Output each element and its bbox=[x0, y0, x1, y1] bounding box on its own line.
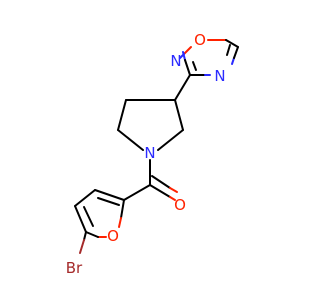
molecule-diagram: O N N N O O Br bbox=[66, 31, 239, 277]
atom-br: Br bbox=[66, 259, 83, 277]
bond-n2-c3-b bbox=[192, 61, 197, 71]
bond-c5-br bbox=[83, 231, 87, 241]
bond-n2-c3-a bbox=[182, 51, 186, 61]
atom-n-pyrrolidine: N bbox=[144, 144, 155, 162]
atom-labels: O N N N O O Br bbox=[66, 31, 226, 277]
bond-co-b bbox=[151, 175, 171, 189]
bond-furan-c3-c2-b bbox=[97, 197, 120, 206]
bond-pyr-n-c5 bbox=[117, 129, 144, 151]
bond-co-a-o bbox=[169, 196, 176, 201]
bond-furan-c5-c4-b bbox=[83, 206, 94, 227]
pyrrolidine-ring bbox=[117, 99, 184, 151]
bond-c5-br-red bbox=[79, 239, 85, 254]
bond-furan-c2-o bbox=[120, 199, 125, 219]
bond-c3-c3prime bbox=[174, 74, 191, 101]
atom-o-carbonyl: O bbox=[174, 196, 186, 214]
bond-carbonyl-furan bbox=[123, 184, 151, 201]
bond-furan-o-c5 bbox=[85, 231, 99, 238]
atom-o-oxadiazole: O bbox=[194, 31, 206, 49]
bond-pyr-c3-c2 bbox=[174, 99, 184, 131]
atom-o-furan: O bbox=[107, 227, 119, 245]
bond-furan-c2-o-red bbox=[118, 217, 122, 228]
bond-pyr-c5-c4 bbox=[117, 99, 127, 131]
bond-furan-c4-c3 bbox=[74, 189, 96, 207]
bond-co-a bbox=[149, 184, 171, 198]
bond-c5-top bbox=[225, 39, 239, 48]
oxadiazole-ring bbox=[179, 39, 239, 76]
bond-co-b-o bbox=[169, 187, 178, 193]
bond-furan-c3-c2-a bbox=[94, 189, 125, 201]
bond-furan-c5-c4-a bbox=[74, 205, 87, 233]
bond-n2-c3-a2 bbox=[184, 59, 191, 76]
furan-ring bbox=[74, 189, 125, 238]
bond-o1-n2 bbox=[183, 46, 192, 55]
bond-n4-c5-b bbox=[226, 44, 231, 56]
atom-n2-oxadiazole: N bbox=[170, 52, 181, 70]
bond-pyr-c2-n bbox=[157, 129, 184, 151]
atom-n4-oxadiazole: N bbox=[214, 67, 225, 85]
bond-n4-c5-a2 bbox=[233, 46, 239, 59]
bond-n4-c5-a bbox=[231, 57, 235, 65]
